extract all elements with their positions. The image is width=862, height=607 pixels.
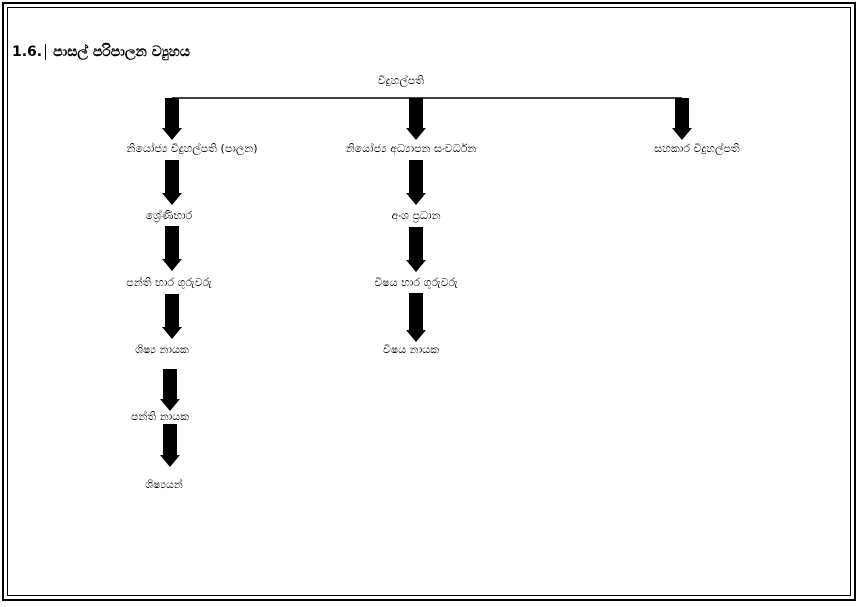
node-sectional-head: ශ්‍රේණිභාර bbox=[145, 209, 193, 222]
node-deputy-academic-development: නියෝජ්‍ය අධ්‍යාපන සංවර්ධන bbox=[345, 142, 477, 155]
page-outer-border bbox=[2, 2, 856, 601]
node-department-head: අංශ ප්‍රධාන bbox=[391, 209, 441, 222]
arrow-to-student-leaders bbox=[162, 294, 182, 339]
node-deputy-principal-admin: නියෝජ්‍ය විදුහල්පති (පාලන) bbox=[126, 142, 258, 155]
node-student-leaders: ශිෂ්‍ය නායක bbox=[135, 343, 189, 356]
heading-divider bbox=[45, 44, 47, 60]
section-title: පාසල් පරිපාලන ව්‍යුහය bbox=[53, 44, 190, 60]
node-assistant-principal: සහකාර විදුහල්පති bbox=[654, 142, 740, 155]
node-principal: විදුහල්පති bbox=[377, 74, 425, 87]
arrow-to-assistant-principal bbox=[672, 98, 692, 140]
arrow-to-class-teachers bbox=[162, 226, 182, 271]
section-number: 1.6. bbox=[12, 44, 43, 60]
node-subject-teachers: විෂය භාර ගුරුවරු bbox=[374, 276, 458, 289]
node-students: ශිෂ්‍යයන් bbox=[145, 478, 183, 491]
arrow-to-subject-teachers bbox=[406, 227, 426, 272]
page-inner-border bbox=[7, 7, 851, 596]
arrow-to-department-head bbox=[406, 160, 426, 205]
node-class-teachers: පන්ති භාර ගුරුවරු bbox=[126, 276, 212, 289]
arrow-to-students bbox=[160, 424, 180, 467]
arrow-to-deputy-admin bbox=[162, 98, 182, 140]
arrow-to-subject-leader bbox=[406, 293, 426, 342]
arrow-to-sectional-head bbox=[162, 160, 182, 205]
arrow-to-deputy-academic bbox=[406, 98, 426, 140]
node-class-leaders: පන්ති නායක bbox=[130, 410, 190, 423]
node-subject-leader: විෂය නායක bbox=[382, 343, 440, 356]
arrow-group bbox=[160, 98, 692, 467]
arrow-to-class-leaders bbox=[160, 369, 180, 411]
section-heading: 1.6. පාසල් පරිපාලන ව්‍යුහය bbox=[12, 44, 190, 60]
